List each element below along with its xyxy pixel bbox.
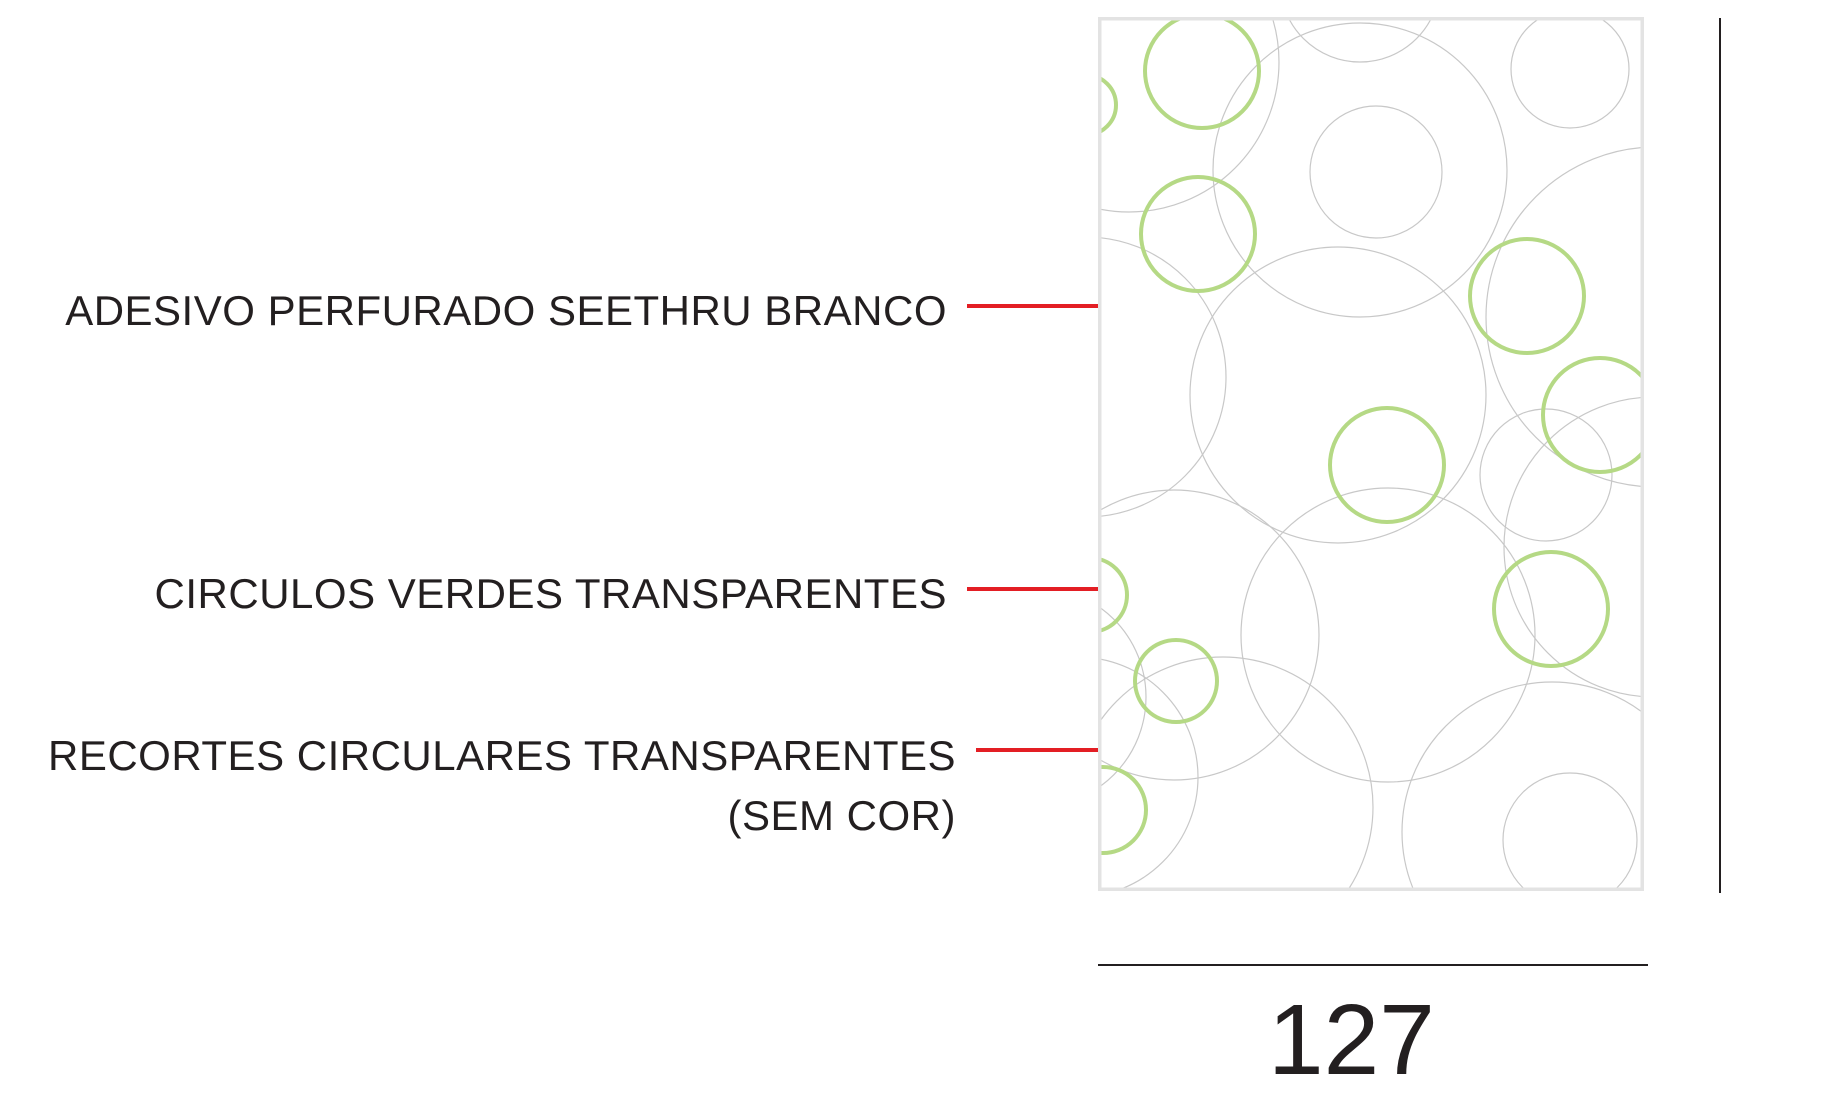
outline-circle xyxy=(1101,656,1374,888)
leader-line-adhesive xyxy=(967,304,1132,308)
green-circle xyxy=(1101,557,1129,633)
leader-line-cutouts xyxy=(976,748,1141,752)
label-adhesive: ADESIVO PERFURADO SEETHRU BRANCO xyxy=(65,287,947,334)
width-dimension-value: 127 xyxy=(1268,984,1435,1096)
green-circle xyxy=(1139,175,1257,293)
outline-circle xyxy=(1479,408,1613,542)
outline-circle xyxy=(1510,20,1630,129)
outline-circle xyxy=(1101,489,1320,781)
outline-circle xyxy=(1288,20,1432,63)
green-circle xyxy=(1101,76,1118,134)
outline-circle xyxy=(1309,105,1443,239)
panel-background xyxy=(1098,17,1644,891)
label-cutouts: RECORTES CIRCULARES TRANSPARENTES xyxy=(47,732,956,779)
panel-illustration xyxy=(1098,17,1644,891)
green-circle xyxy=(1143,20,1261,130)
label-green-circles: CIRCULOS VERDES TRANSPARENTES xyxy=(154,570,947,617)
leader-line-green-circles xyxy=(967,587,1132,591)
label-cutouts-note: (SEM COR) xyxy=(727,792,956,839)
height-dimension-line xyxy=(1719,18,1721,893)
width-dimension-line xyxy=(1098,964,1648,966)
outline-circle xyxy=(1101,658,1199,888)
outline-circle xyxy=(1240,487,1536,783)
outline-circle xyxy=(1212,22,1508,318)
outline-circle xyxy=(1401,681,1641,888)
outline-circle xyxy=(1485,147,1641,487)
green-circle xyxy=(1541,356,1641,474)
green-circle xyxy=(1101,765,1148,855)
outline-circle xyxy=(1189,246,1487,544)
outline-circle xyxy=(1503,396,1641,698)
green-circle xyxy=(1468,237,1586,355)
green-circle xyxy=(1328,406,1446,524)
green-circle xyxy=(1492,550,1610,668)
outline-circle xyxy=(1101,607,1147,787)
green-circle xyxy=(1133,638,1219,724)
outline-circle xyxy=(1101,237,1227,517)
outline-circle xyxy=(1502,772,1638,888)
outline-circle xyxy=(1101,20,1280,213)
panel-border xyxy=(1098,17,1644,891)
